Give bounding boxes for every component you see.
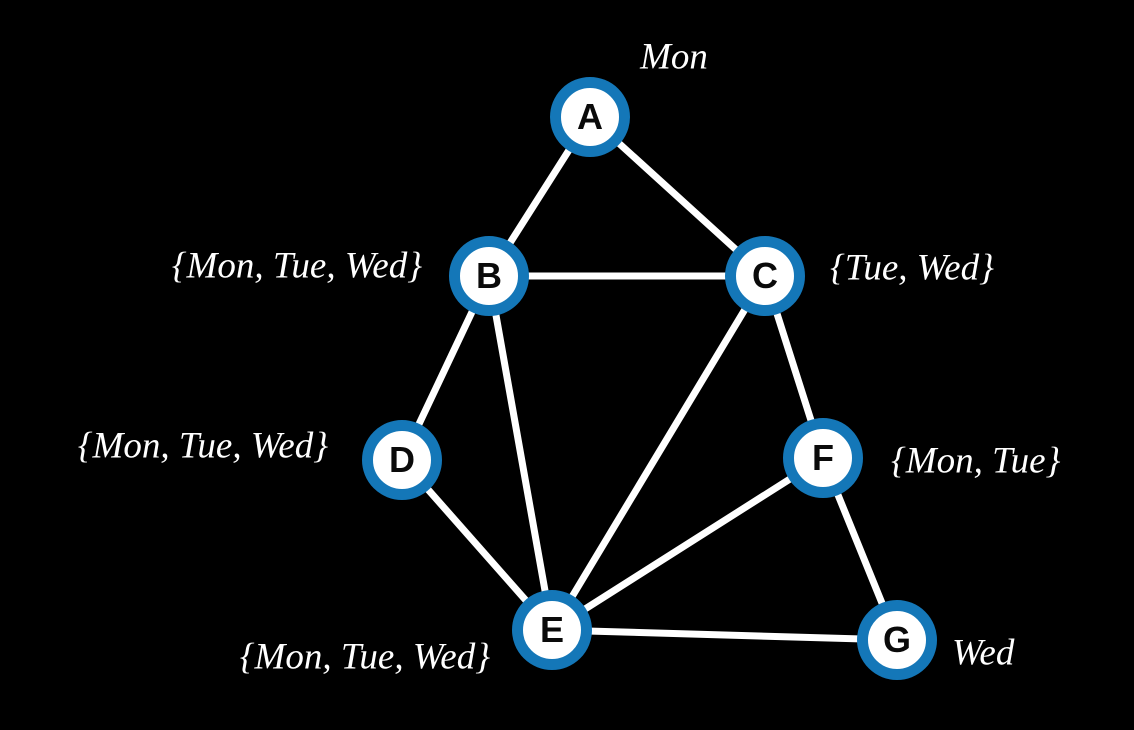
domain-label-G: Wed xyxy=(952,632,1015,674)
node-letter-D: D xyxy=(389,439,415,480)
node-F: F xyxy=(783,418,863,498)
edge-C-E xyxy=(548,272,769,634)
edge-E-F xyxy=(548,454,827,634)
node-letter-E: E xyxy=(539,609,564,650)
node-E: E xyxy=(512,590,592,670)
domain-label-B: {Mon, Tue, Wed} xyxy=(171,245,422,287)
node-G: G xyxy=(857,600,937,680)
domain-label-E: {Mon, Tue, Wed} xyxy=(239,636,490,678)
domain-label-C: {Tue, Wed} xyxy=(830,247,994,289)
domain-label-D: {Mon, Tue, Wed} xyxy=(77,425,328,467)
node-D: D xyxy=(362,420,442,500)
domain-label-A: Mon xyxy=(640,36,708,78)
domain-label-F: {Mon, Tue} xyxy=(891,440,1061,482)
node-letter-A: A xyxy=(577,96,603,137)
node-letter-B: B xyxy=(476,255,502,296)
node-A: A xyxy=(550,77,630,157)
node-letter-C: C xyxy=(752,255,778,296)
node-letter-G: G xyxy=(882,619,911,660)
node-letter-F: F xyxy=(812,437,834,478)
edge-B-E xyxy=(485,272,556,634)
edge-E-G xyxy=(548,626,901,644)
node-C: C xyxy=(725,236,805,316)
node-B: B xyxy=(449,236,529,316)
